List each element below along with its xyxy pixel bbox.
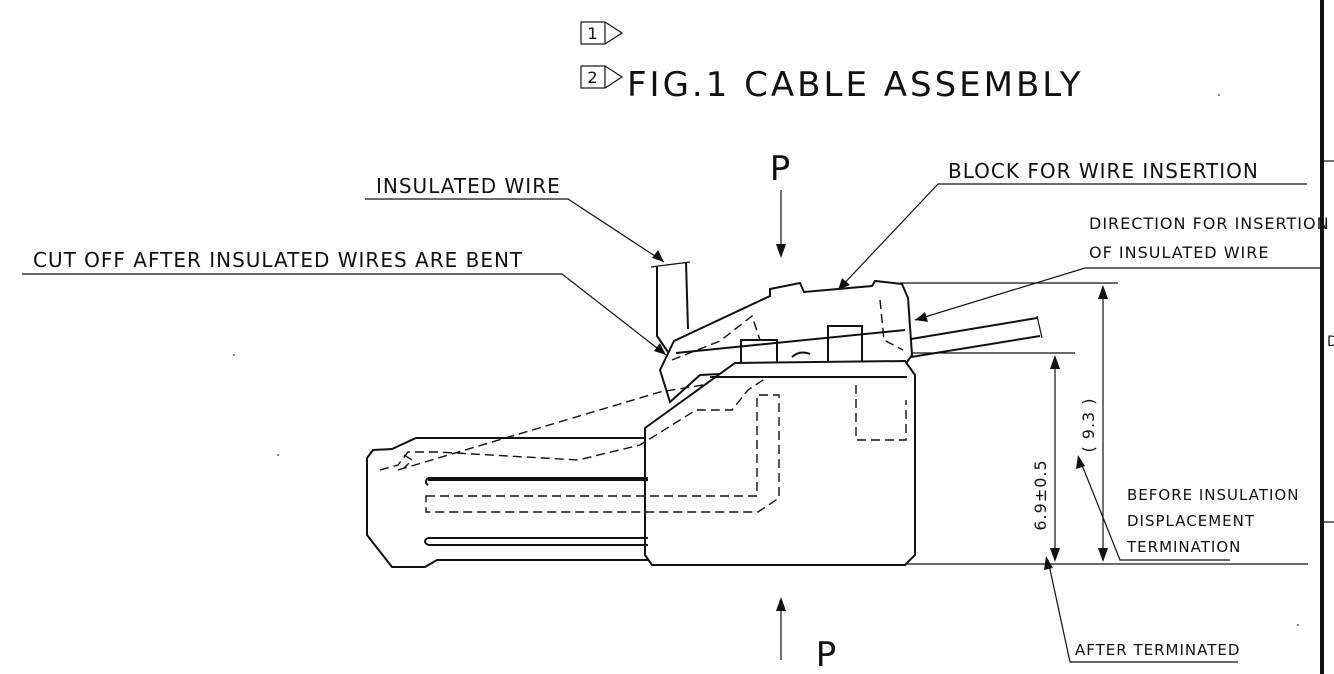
pressure-bottom: P xyxy=(776,597,836,674)
callout-after-text: AFTER TERMINATED xyxy=(1075,641,1240,659)
frame-zone-letter: D xyxy=(1327,334,1334,350)
callout-insulated-wire: INSULATED WIRE xyxy=(365,174,665,263)
callout-direction: DIRECTION FOR INSERTION OF INSULATED WIR… xyxy=(914,214,1330,322)
hidden-contacts xyxy=(379,377,907,513)
pressure-top: P xyxy=(770,149,791,258)
callout-before-line3: TERMINATION xyxy=(1126,538,1241,556)
note-flag-1: 1 xyxy=(580,21,624,45)
insulated-wire-left xyxy=(650,261,691,353)
dimension-before-height-value: ( 9.3 ) xyxy=(1079,397,1098,452)
dimension-after-height-value: 6.9±0.5 xyxy=(1031,459,1050,530)
insulated-wire-right xyxy=(904,315,1043,359)
note-flag-2: 2 xyxy=(580,65,624,89)
callout-after-terminated: AFTER TERMINATED xyxy=(1044,556,1240,663)
arrow-down-icon xyxy=(776,244,786,258)
arrow-up-icon xyxy=(776,597,786,611)
callout-block-text: BLOCK FOR WIRE INSERTION xyxy=(948,159,1259,183)
pressure-bottom-label: P xyxy=(816,635,837,674)
callout-block: BLOCK FOR WIRE INSERTION xyxy=(837,159,1307,291)
callout-before-line1: BEFORE INSULATION xyxy=(1127,486,1299,504)
callout-cut-off: CUT OFF AFTER INSULATED WIRES ARE BENT xyxy=(22,248,667,356)
callout-direction-line1: DIRECTION FOR INSERTION xyxy=(1089,214,1330,233)
drawing-frame-right: D xyxy=(1320,0,1334,674)
pressure-top-label: P xyxy=(770,149,791,189)
callout-before-line2: DISPLACEMENT xyxy=(1127,512,1255,530)
callout-cut-off-text: CUT OFF AFTER INSULATED WIRES ARE BENT xyxy=(33,248,523,272)
dimension-before-height: ( 9.3 ) xyxy=(900,282,1118,562)
connector-body xyxy=(366,359,916,568)
note-flag-1-number: 1 xyxy=(587,24,598,43)
callout-insulated-wire-text: INSULATED WIRE xyxy=(376,174,561,198)
callout-before-termination: BEFORE INSULATION DISPLACEMENT TERMINATI… xyxy=(1076,455,1299,561)
figure-title: FIG.1 CABLE ASSEMBLY xyxy=(627,65,1084,105)
callout-direction-line2: OF INSULATED WIRE xyxy=(1089,243,1269,262)
dimension-after-height: 6.9±0.5 xyxy=(912,352,1075,562)
note-flag-2-number: 2 xyxy=(587,68,598,87)
